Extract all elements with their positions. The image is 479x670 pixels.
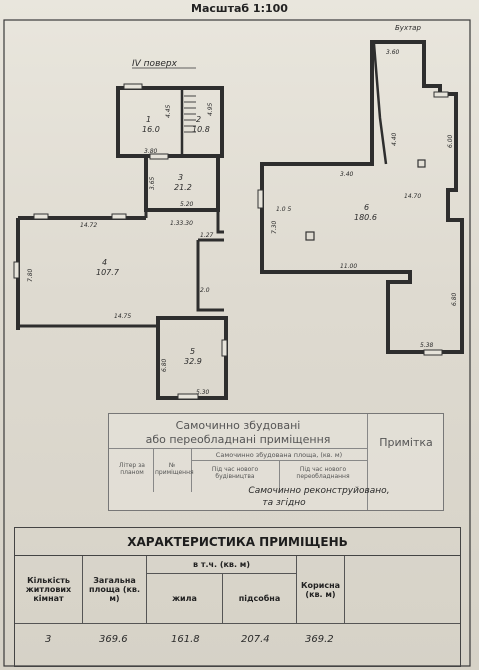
wall-room-6 [260, 40, 464, 354]
dim-label: 3.65 [149, 176, 156, 190]
room-6-area: 180.6 [354, 213, 377, 222]
dim-label: 5.38 [420, 342, 434, 349]
room-1-number: 1 [146, 115, 151, 124]
value-useful: 369.2 [305, 634, 334, 645]
stamp-handwritten-line1: Самочинно реконструйовано, [248, 486, 390, 496]
stamp-col-number: № приміщення [155, 462, 194, 476]
header-incl-group: в т.ч. (кв. м) [147, 556, 297, 574]
value-total-area: 369.6 [99, 634, 128, 645]
stamp-title-line1: Самочинно збудовані [175, 419, 301, 432]
dim-label: 4.95 [207, 102, 214, 116]
stamp-col-area: Самочинно збудована площа, (кв. м) [215, 451, 343, 459]
room-2-number: 2 [196, 115, 201, 124]
wall-room-4-right [196, 240, 224, 312]
room-3-number: 3 [178, 173, 183, 182]
corner-note: Бухтар [395, 24, 421, 32]
dim-label: 5.20 [180, 201, 194, 208]
room-characteristics-table: ХАРАКТЕРИСТИКА ПРИМІЩЕНЬ Кількість житло… [14, 527, 461, 667]
dim-label: 6.00 [447, 134, 454, 148]
unauthorized-rooms-block: Самочинно збудовані або переобладнані пр… [108, 413, 444, 511]
header-useful: Корисна (кв. м) [297, 556, 345, 624]
dim-label: 5.30 [196, 389, 210, 396]
table-title: ХАРАКТЕРИСТИКА ПРИМІЩЕНЬ [15, 528, 460, 556]
stamp-title-line2: або переобладнані приміщення [145, 433, 331, 446]
stamp-col-new-build: Під час нового будівництва [211, 466, 259, 480]
wall-rooms-1-2 [116, 86, 224, 158]
dim-label: 1.0 5 [276, 206, 291, 213]
value-auxiliary: 207.4 [241, 634, 270, 645]
dim-label: 6.80 [161, 358, 168, 372]
room-5-area: 32.9 [184, 357, 202, 366]
header-living: жила [147, 574, 223, 624]
dim-label: 14.70 [404, 193, 421, 200]
dim-label: 4.45 [165, 104, 172, 118]
room-2-area: 10.8 [192, 125, 210, 134]
stamp-col-letter: Літер за планом [119, 462, 145, 476]
dim-label: 1.27 [200, 232, 214, 239]
room-4-number: 4 [102, 258, 107, 267]
room-5-number: 5 [190, 347, 195, 356]
stamp-handwritten-line2: та згідно [262, 498, 306, 508]
stamp-col-reequip: Під час нового переобладнання [296, 466, 350, 480]
room-1-area: 16.0 [142, 125, 160, 134]
header-auxiliary: підсобна [223, 574, 297, 624]
dim-label: 6.80 [451, 292, 458, 306]
dim-label: 11.00 [340, 263, 357, 270]
dim-label: 7.30 [271, 220, 278, 234]
stamp-note-header: Примітка [379, 436, 433, 449]
header-empty [345, 556, 460, 624]
room-6-number: 6 [364, 203, 369, 212]
header-total-area: Загальна площа (кв. м) [83, 556, 147, 624]
value-rooms-count: 3 [45, 634, 52, 645]
header-rooms-count: Кількість житлових кімнат [15, 556, 83, 624]
dim-label: 1.33.30 [170, 220, 193, 227]
room-3-area: 21.2 [174, 183, 192, 192]
dim-label: 3.40 [340, 171, 354, 178]
dim-label: 14.72 [80, 222, 97, 229]
dim-label: 2.0 [200, 287, 210, 294]
scale-label: Масштаб 1:100 [191, 2, 288, 15]
wall-room-5 [156, 316, 228, 400]
dim-label: 3.60 [386, 49, 400, 56]
value-living: 161.8 [171, 634, 200, 645]
dim-label: 3.80 [144, 148, 158, 155]
dim-label: 4.40 [391, 132, 398, 146]
room-4-area: 107.7 [96, 268, 120, 277]
dim-label: 14.75 [114, 313, 131, 320]
dim-label: 7.80 [27, 268, 34, 282]
floor-label: IV поверх [132, 59, 178, 69]
